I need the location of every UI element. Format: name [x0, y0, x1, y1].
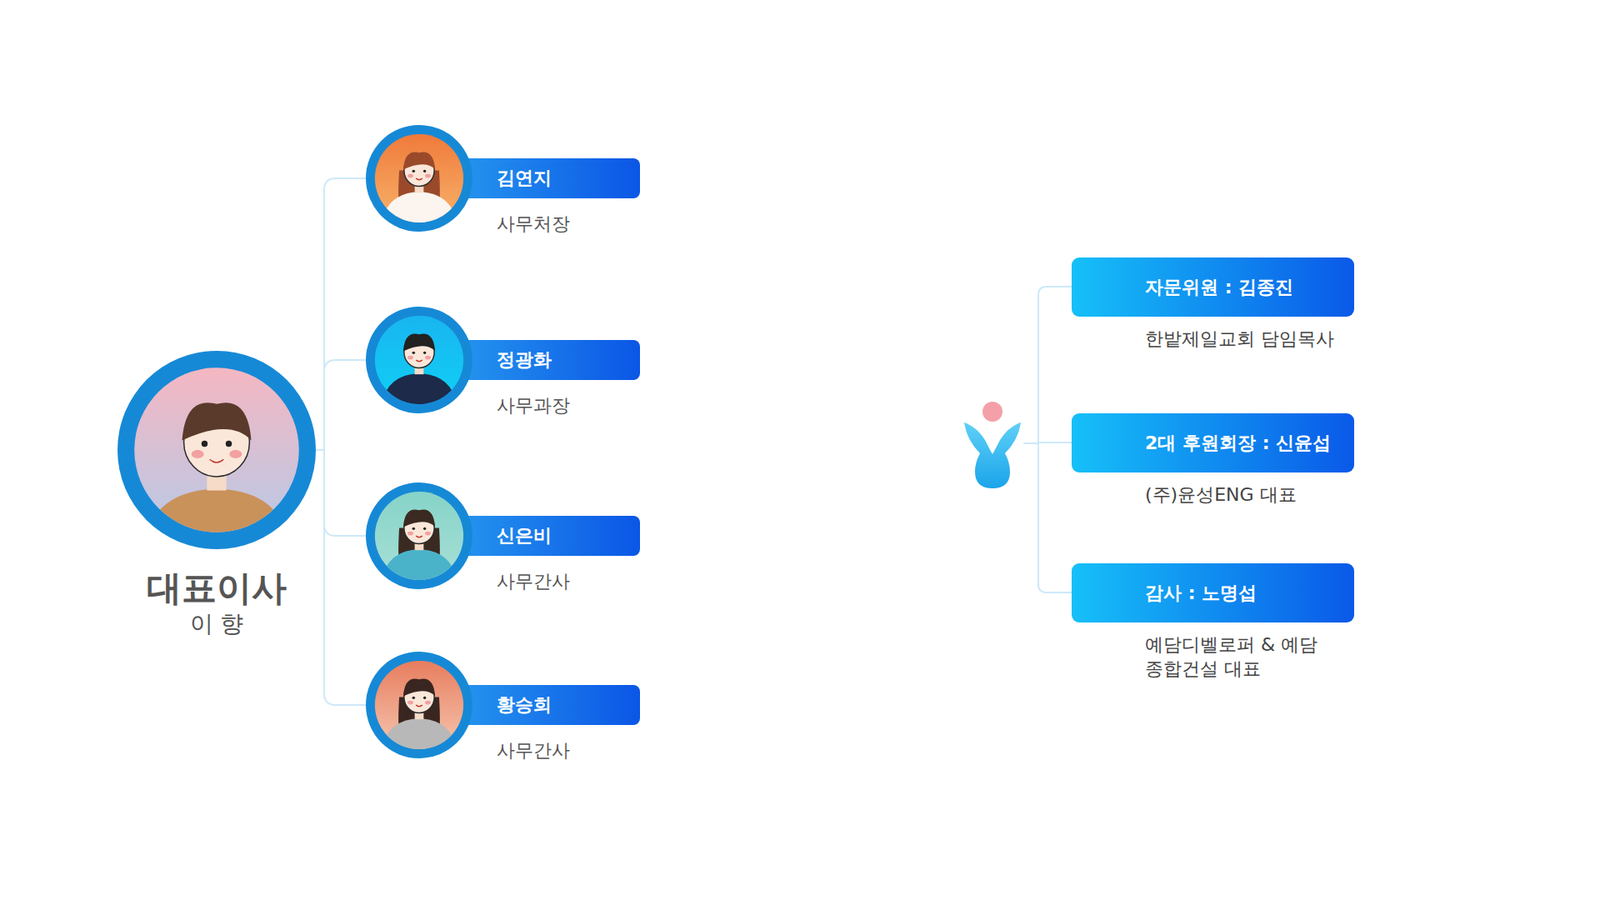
role-title: 자문위원 : 김종진 [1145, 257, 1341, 317]
portrait-avatar [365, 125, 473, 232]
staff-role: 사무과장 [496, 393, 570, 419]
tree-connector [315, 178, 366, 450]
org-node: 신은비사무간사 [365, 482, 641, 608]
staff-name: 김연지 [496, 158, 552, 199]
staff-name: 황승희 [496, 685, 552, 725]
org-node: 김연지사무처장 [365, 125, 641, 250]
role-title: 감사 : 노명섭 [1145, 563, 1341, 623]
staff-name: 신은비 [496, 515, 552, 556]
tree-connector [315, 360, 366, 450]
org-node: 대표이사이 향 [117, 350, 316, 640]
staff-role: 사무간사 [496, 738, 570, 764]
role-affiliation: 한밭제일교회 담임목사 [1145, 326, 1355, 351]
org-node: 황승희사무간사 [365, 651, 641, 777]
tree-connector [315, 450, 366, 705]
role-bar: 자문위원 : 김종진 [1071, 257, 1355, 317]
logo [964, 401, 1021, 489]
bracket-line [1023, 286, 1072, 593]
person-name: 이 향 [117, 609, 316, 640]
org-node: 자문위원 : 김종진한밭제일교회 담임목사 [1071, 257, 1355, 351]
position-title: 대표이사 [84, 567, 350, 610]
portrait-avatar [365, 482, 473, 590]
role-affiliation: (주)윤성ENG 대표 [1145, 482, 1355, 507]
org-node: 감사 : 노명섭예담디벨로퍼 & 예담종합건설 대표 [1071, 563, 1355, 681]
portrait-avatar [365, 651, 473, 759]
org-node: 정광화사무과장 [365, 306, 641, 432]
role-bar: 감사 : 노명섭 [1071, 563, 1355, 623]
portrait-avatar [365, 306, 473, 414]
staff-name: 정광화 [496, 340, 552, 380]
org-node: 2대 후원회장 : 신윤섭 (주)윤성ENG 대표 [1071, 413, 1355, 507]
role-title: 2대 후원회장 : 신윤섭 [1145, 413, 1341, 473]
portrait-avatar [117, 350, 316, 550]
role-bar: 2대 후원회장 : 신윤섭 [1071, 413, 1355, 473]
role-affiliation: 예담디벨로퍼 & 예담종합건설 대표 [1145, 632, 1325, 681]
staff-role: 사무간사 [496, 569, 570, 595]
staff-role: 사무처장 [496, 211, 570, 237]
